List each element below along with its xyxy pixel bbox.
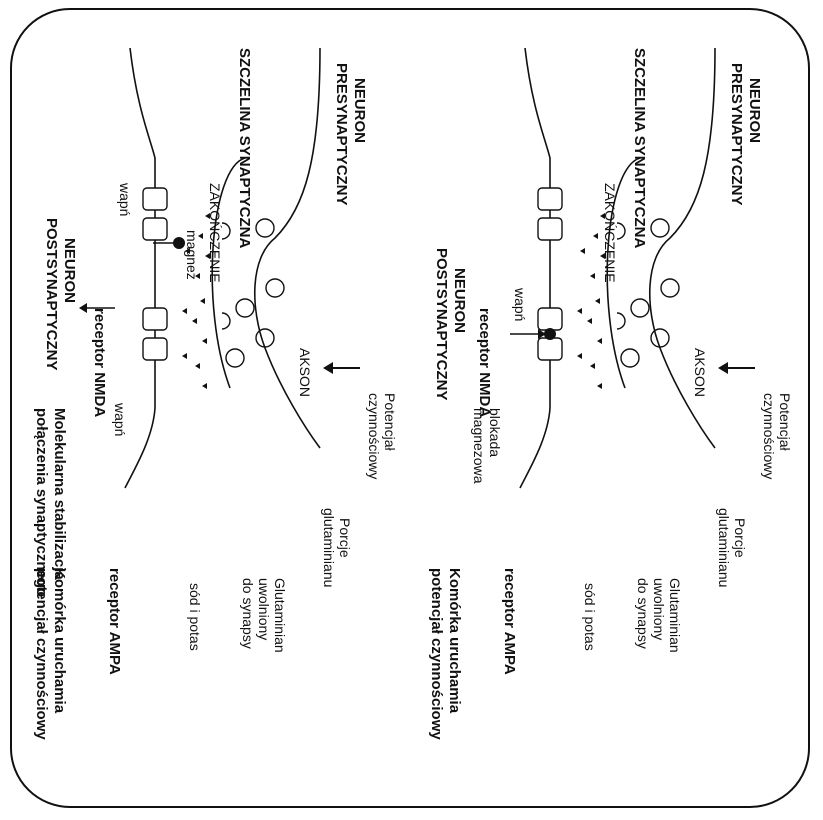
ampa-receptor-label: receptor AMPA <box>106 568 123 675</box>
synaptic-cleft-label: SZCZELINA SYNAPTYCZNA <box>236 48 253 248</box>
glutamate-portions-label: Porcje <box>732 518 748 558</box>
vesicle <box>265 278 285 298</box>
panel-top-labels: NEURON PRESYNAPTYCZNY SZCZELINA SYNAPTYC… <box>428 48 793 740</box>
glutamate-released-label: Glutaminian <box>667 578 683 653</box>
presynaptic-terminal-outline <box>253 47 321 449</box>
action-potential-label: czynnościowy <box>366 393 382 479</box>
vesicle <box>255 218 275 238</box>
postsynaptic-neuron-label: NEURON <box>451 268 468 333</box>
nmda-channel <box>537 307 563 331</box>
panel-bottom <box>79 47 360 489</box>
nmda-channel <box>142 307 168 331</box>
axon-label: AKSON <box>297 348 313 397</box>
terminal-label: ZAKOŃCZENIE <box>207 183 223 283</box>
postsynaptic-neuron-label: POSTSYNAPTYCZNY <box>433 248 450 401</box>
stabilization-label: połączenia synaptycznego <box>33 408 50 597</box>
vesicle <box>235 298 255 318</box>
ampa-channel <box>142 187 168 211</box>
presynaptic-terminal-outline <box>648 47 716 449</box>
synaptic-cleft-label: SZCZELINA SYNAPTYCZNA <box>631 48 648 248</box>
nmda-receptor-label: receptor NMDA <box>476 308 493 417</box>
magnesium-ion-icon <box>173 237 185 249</box>
axon-label: AKSON <box>692 348 708 397</box>
magnesium-block-label: magnezowa <box>471 408 487 484</box>
nmda-channel <box>537 337 563 361</box>
glutamate-dots <box>577 213 605 389</box>
stabilization-label: Molekularna stabilizacja <box>51 408 68 580</box>
glutamate-portions-label: glutaminianu <box>716 508 732 587</box>
docked-vesicle <box>221 222 231 240</box>
glutamate-released-label: Glutaminian <box>272 578 288 653</box>
cell-fires-label: potencjał czynnościowy <box>33 568 50 740</box>
calcium-out-label: wapń <box>112 402 128 436</box>
action-potential-label: Potencjał <box>777 393 793 451</box>
cell-fires-label: Komórka uruchamia <box>446 568 463 714</box>
vesicle <box>225 348 245 368</box>
docked-vesicle <box>616 312 626 330</box>
vesicle <box>630 298 650 318</box>
calcium-label: wapń <box>512 287 528 321</box>
synapse-diagram: NEURON PRESYNAPTYCZNY SZCZELINA SYNAPTYC… <box>33 47 793 740</box>
glutamate-portions-label: glutaminianu <box>321 508 337 587</box>
ampa-channel <box>537 217 563 241</box>
vesicle <box>660 278 680 298</box>
presynaptic-neuron-label: PRESYNAPTYCZNY <box>333 63 350 206</box>
docked-vesicle <box>221 312 231 330</box>
vesicle <box>650 328 670 348</box>
vesicle <box>255 328 275 348</box>
ampa-channel <box>537 187 563 211</box>
sodium-potassium-label: sód i potas <box>187 583 203 651</box>
glutamate-portions-label: Porcje <box>337 518 353 558</box>
sodium-potassium-label: sód i potas <box>582 583 598 651</box>
vesicles <box>616 218 680 368</box>
glutamate-released-label: do synapsy <box>240 578 256 649</box>
postsynaptic-neuron-label: POSTSYNAPTYCZNY <box>43 218 60 371</box>
arrow-head <box>323 362 333 374</box>
glutamate-released-label: uwolniony <box>651 578 667 640</box>
vesicle <box>620 348 640 368</box>
vesicles <box>221 218 285 368</box>
cell-fires-label: potencjał czynnościowy <box>428 568 445 740</box>
rotated-diagram: NEURON PRESYNAPTYCZNY SZCZELINA SYNAPTYC… <box>10 8 810 808</box>
glutamate-released-label: uwolniony <box>256 578 272 640</box>
terminal-label: ZAKOŃCZENIE <box>602 183 618 283</box>
receptor-channels <box>142 187 168 361</box>
presynaptic-neuron-label: NEURON <box>746 78 763 143</box>
calcium-in-label: wapń <box>117 182 133 216</box>
action-potential-label: czynnościowy <box>761 393 777 479</box>
presynaptic-neuron-label: PRESYNAPTYCZNY <box>728 63 745 206</box>
panel-top <box>510 47 755 489</box>
presynaptic-terminal-bulb <box>606 157 641 389</box>
arrow-head <box>718 362 728 374</box>
glutamate-dots <box>182 213 210 389</box>
cell-fires-label: Komórka uruchamia <box>51 568 68 714</box>
postsynaptic-neuron-label: NEURON <box>61 238 78 303</box>
ampa-receptor-label: receptor AMPA <box>501 568 518 675</box>
ampa-channel <box>142 217 168 241</box>
vesicle <box>650 218 670 238</box>
postsynaptic-membrane <box>124 47 156 489</box>
magnesium-block-label: blokada <box>487 408 503 457</box>
postsynaptic-membrane <box>519 47 551 489</box>
presynaptic-terminal-bulb <box>211 157 246 389</box>
action-potential-label: Potencjał <box>382 393 398 451</box>
nmda-receptor-label: receptor NMDA <box>91 308 108 417</box>
panel-bottom-labels: NEURON PRESYNAPTYCZNY SZCZELINA SYNAPTYC… <box>33 48 398 740</box>
diagram-frame <box>10 8 810 808</box>
glutamate-released-label: do synapsy <box>635 578 651 649</box>
magnesium-label: magnez <box>184 230 200 280</box>
magnesium-block-icon <box>544 328 556 340</box>
presynaptic-neuron-label: NEURON <box>351 78 368 143</box>
nmda-channel <box>142 337 168 361</box>
docked-vesicle <box>616 222 626 240</box>
